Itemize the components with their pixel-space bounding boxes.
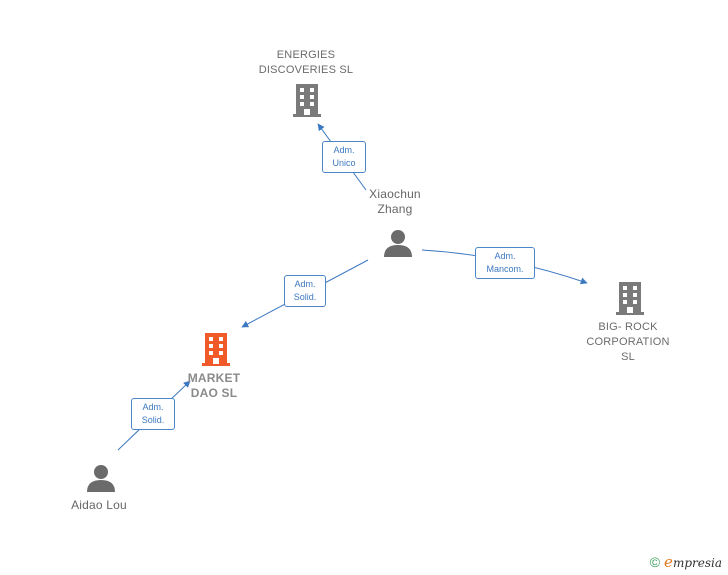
building-icon[interactable]	[293, 84, 321, 117]
building-icon[interactable]	[202, 333, 230, 366]
edge-label-adm-solid-xiaochun: Adm. Solid.	[284, 275, 326, 307]
empresia-logo: empresia	[664, 553, 722, 571]
company-label-energies-discoveries[interactable]: ENERGIES DISCOVERIES SL	[258, 49, 354, 76]
person-icon[interactable]	[87, 465, 115, 492]
edge-label-adm-mancom: Adm. Mancom.	[475, 247, 535, 279]
copyright-symbol: ©	[649, 554, 661, 570]
company-label-big-rock-corporation[interactable]: BIG- ROCK CORPORATION SL	[586, 321, 670, 363]
footer-brand[interactable]: © empresia	[650, 553, 722, 571]
edge-label-adm-unico: Adm. Unico	[322, 141, 366, 173]
company-label-market-dao[interactable]: MARKET DAO SL	[187, 371, 241, 400]
person-icon[interactable]	[384, 230, 412, 257]
edge-label-adm-solid-aidao: Adm. Solid.	[131, 398, 175, 430]
person-label-aidao-lou[interactable]: Aidao Lou	[71, 498, 127, 512]
person-label-xiaochun-zhang[interactable]: Xiaochun Zhang	[369, 187, 421, 216]
building-icon[interactable]	[616, 282, 644, 315]
